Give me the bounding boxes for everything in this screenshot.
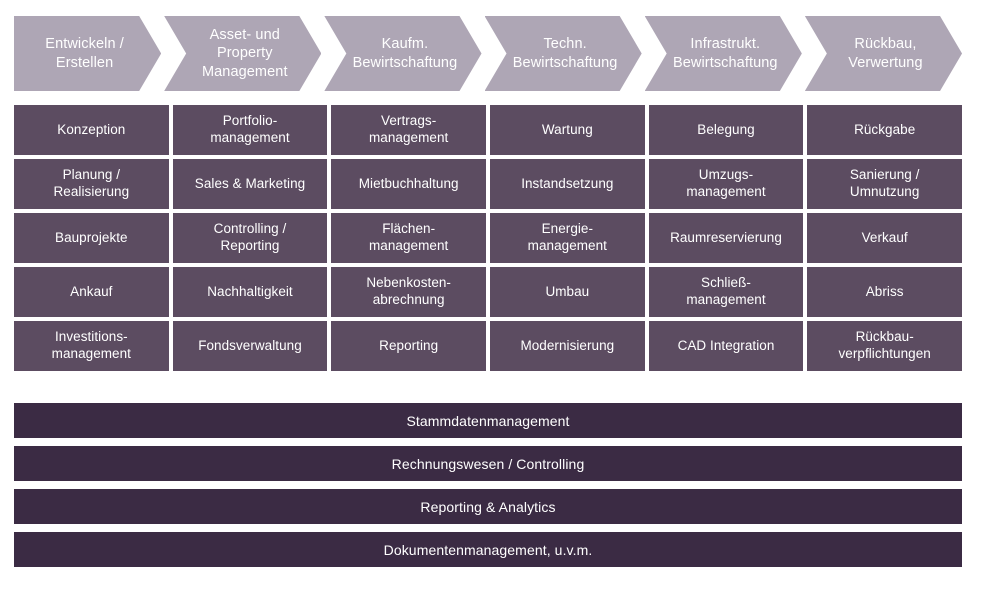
function-cell-investitions-management[interactable]: Investitions-management: [14, 321, 169, 371]
function-cell-label: Energie-management: [527, 221, 607, 253]
foundation-bar-reporting-analytics[interactable]: Reporting & Analytics: [14, 489, 962, 524]
function-cell-energie-management[interactable]: Energie-management: [490, 213, 645, 263]
function-cell-label: Instandsetzung: [521, 175, 614, 191]
function-cell-label: Portfolio-management: [210, 113, 290, 145]
function-cell-label: Ankauf: [70, 283, 113, 299]
phase-techn-bewirtschaftung[interactable]: Techn.Bewirtschaftung: [485, 16, 642, 91]
phase-label: Kaufm.Bewirtschaftung: [352, 35, 458, 71]
function-cell-flaechen-management[interactable]: Flächen-management: [331, 213, 486, 263]
function-cell-instandsetzung[interactable]: Instandsetzung: [490, 159, 645, 209]
phase-label: Infrastrukt.Bewirtschaftung: [672, 35, 778, 71]
function-cell-rueckgabe[interactable]: Rückgabe: [807, 105, 962, 155]
phase-label: Techn.Bewirtschaftung: [512, 35, 618, 71]
function-cell-modernisierung[interactable]: Modernisierung: [490, 321, 645, 371]
function-cell-label: Umbau: [545, 283, 590, 299]
function-cell-label: Schließ-management: [686, 275, 766, 307]
function-grid: Konzeption Portfolio-management Vertrags-m…: [14, 105, 962, 371]
function-cell-fondsverwaltung[interactable]: Fondsverwaltung: [172, 321, 328, 371]
phase-label: Entwickeln /Erstellen: [45, 35, 124, 71]
function-cell-label: Konzeption: [57, 121, 126, 137]
function-cell-label: Umzugs-management: [686, 167, 766, 199]
function-cell-nebenkosten-abrechnung[interactable]: Nebenkosten-abrechnung: [331, 267, 486, 317]
function-cell-label: Wartung: [541, 121, 593, 137]
function-cell-ankauf[interactable]: Ankauf: [14, 267, 169, 317]
function-cell-label: Mietbuchhaltung: [358, 175, 459, 191]
function-cell-verkauf[interactable]: Verkauf: [807, 213, 962, 263]
phase-entwickeln-erstellen[interactable]: Entwickeln /Erstellen: [14, 16, 161, 91]
function-cell-konzeption[interactable]: Konzeption: [14, 105, 169, 155]
function-cell-umbau[interactable]: Umbau: [490, 267, 645, 317]
function-cell-belegung[interactable]: Belegung: [648, 105, 804, 155]
function-cell-sanierung-umnutzung[interactable]: Sanierung /Umnutzung: [807, 159, 962, 209]
function-cell-label: Vertrags-management: [369, 113, 449, 145]
function-cell-label: Abriss: [865, 283, 904, 299]
function-cell-label: Rückbau-verpflichtungen: [838, 329, 931, 361]
function-cell-mietbuchhaltung[interactable]: Mietbuchhaltung: [331, 159, 486, 209]
function-cell-umzugs-management[interactable]: Umzugs-management: [648, 159, 804, 209]
foundation-bar-label: Rechnungswesen / Controlling: [391, 455, 585, 472]
foundation-bar-rechnungswesen-controlling[interactable]: Rechnungswesen / Controlling: [14, 446, 962, 481]
function-cell-label: Planung /Realisierung: [53, 167, 130, 199]
function-cell-planung-realisierung[interactable]: Planung /Realisierung: [14, 159, 169, 209]
foundation-bar-label: Reporting & Analytics: [420, 498, 556, 515]
function-cell-label: Nebenkosten-abrechnung: [366, 275, 451, 307]
function-cell-label: Bauprojekte: [55, 229, 128, 245]
function-cell-label: Sales & Marketing: [194, 175, 306, 191]
function-cell-controlling-reporting[interactable]: Controlling /Reporting: [172, 213, 328, 263]
phase-kaufm-bewirtschaftung[interactable]: Kaufm.Bewirtschaftung: [324, 16, 481, 91]
function-cell-cad-integration[interactable]: CAD Integration: [648, 321, 804, 371]
function-cell-label: Modernisierung: [520, 337, 615, 353]
function-cell-schliess-management[interactable]: Schließ-management: [648, 267, 804, 317]
foundation-bar-dokumentenmanagement-u-v-m[interactable]: Dokumentenmanagement, u.v.m.: [14, 532, 962, 567]
function-cell-label: Rückgabe: [854, 121, 916, 137]
function-cell-vertrags-management[interactable]: Vertrags-management: [331, 105, 486, 155]
function-cell-nachhaltigkeit[interactable]: Nachhaltigkeit: [172, 267, 328, 317]
foundation-bar-label: Dokumentenmanagement, u.v.m.: [383, 541, 593, 558]
function-cell-label: Raumreservierung: [670, 229, 782, 245]
function-cell-abriss[interactable]: Abriss: [807, 267, 962, 317]
function-cell-raumreservierung[interactable]: Raumreservierung: [648, 213, 804, 263]
phase-infrastrukt-bewirtschaftung[interactable]: Infrastrukt.Bewirtschaftung: [645, 16, 802, 91]
function-cell-label: Investitions-management: [51, 329, 131, 361]
phase-label: Rückbau,Verwertung: [848, 35, 923, 71]
function-cell-portfolio-management[interactable]: Portfolio-management: [172, 105, 328, 155]
function-cell-label: Flächen-management: [369, 221, 449, 253]
foundation-bar-label: Stammdatenmanagement: [406, 412, 570, 429]
function-cell-label: CAD Integration: [677, 337, 775, 353]
function-cell-label: Sanierung /Umnutzung: [849, 167, 920, 199]
function-cell-wartung[interactable]: Wartung: [490, 105, 645, 155]
function-cell-label: Belegung: [697, 121, 755, 137]
function-cell-label: Controlling /Reporting: [213, 221, 287, 253]
phase-rueckbau-verwertung[interactable]: Rückbau,Verwertung: [805, 16, 962, 91]
function-cell-label: Fondsverwaltung: [198, 337, 302, 353]
function-cell-sales-marketing[interactable]: Sales & Marketing: [172, 159, 328, 209]
function-cell-bauprojekte[interactable]: Bauprojekte: [14, 213, 169, 263]
function-cell-reporting[interactable]: Reporting: [331, 321, 486, 371]
function-cell-rueckbau-verpflichtungen[interactable]: Rückbau-verpflichtungen: [807, 321, 962, 371]
function-cell-label: Reporting: [379, 337, 439, 353]
function-cell-label: Verkauf: [861, 229, 908, 245]
function-cell-label: Nachhaltigkeit: [207, 283, 293, 299]
foundation-bar-stammdatenmanagement[interactable]: Stammdatenmanagement: [14, 403, 962, 438]
